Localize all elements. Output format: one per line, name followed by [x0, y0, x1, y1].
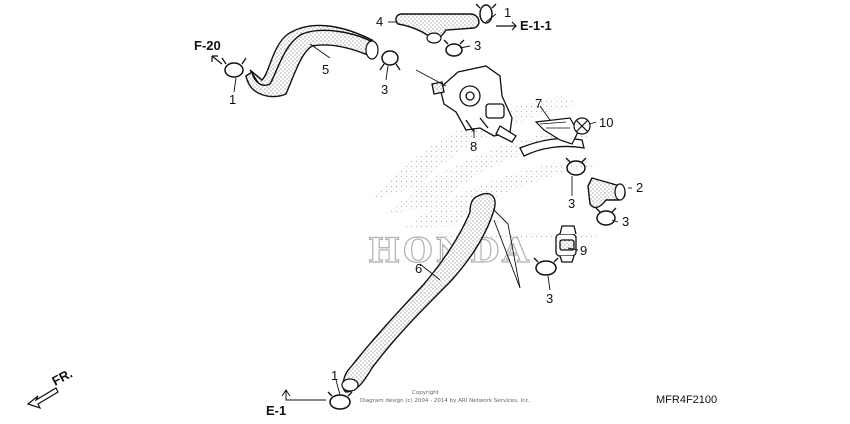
air-suction-valve — [431, 65, 517, 143]
clamp-3-right — [595, 207, 617, 226]
bolt-10 — [573, 117, 591, 135]
callout-3-lower: 3 — [546, 291, 553, 306]
arrow-f20-icon — [211, 55, 223, 65]
callout-7: 7 — [535, 96, 542, 111]
callout-2: 2 — [636, 180, 643, 195]
ref-front: FR. — [49, 366, 75, 389]
clamp-3-upper-left — [379, 50, 401, 71]
ref-e11: E-1-1 — [520, 18, 552, 33]
diagram-part-code: MFR4F2100 — [656, 394, 717, 406]
pipe-7 — [519, 117, 585, 157]
check-valve-9 — [555, 225, 577, 263]
callout-3-mid: 3 — [568, 196, 575, 211]
copyright-line-2: Diagram design (c) 2004 - 2014 by ARI Ne… — [360, 398, 531, 404]
callout-8: 8 — [470, 139, 477, 154]
ref-f20: F-20 — [194, 38, 221, 53]
hose-5 — [245, 24, 379, 98]
callout-4: 4 — [376, 14, 383, 29]
hose-4 — [395, 13, 480, 44]
callout-1-left: 1 — [229, 92, 236, 107]
callout-3-upper-left: 3 — [381, 82, 388, 97]
callout-6: 6 — [415, 261, 422, 276]
callout-5: 5 — [322, 62, 329, 77]
callout-1-top: 1 — [504, 5, 511, 20]
clamp-3-upper-right — [443, 39, 465, 57]
arrow-e1-icon — [281, 389, 326, 401]
callout-1-bottom: 1 — [331, 368, 338, 383]
clamp-3-lower — [533, 257, 559, 276]
hose-6 — [341, 192, 496, 393]
hose-2 — [587, 177, 626, 209]
front-direction-arrow-icon — [26, 387, 59, 410]
leader-lines — [233, 13, 632, 396]
callout-3-upper-right: 3 — [474, 38, 481, 53]
copyright-line-1: Copyright — [412, 390, 440, 396]
callout-3-right: 3 — [622, 214, 629, 229]
clamp-3-mid — [565, 157, 587, 176]
callout-9: 9 — [580, 243, 587, 258]
clamp-1-top — [475, 3, 497, 24]
callout-10: 10 — [599, 115, 613, 130]
ref-e1: E-1 — [266, 403, 286, 418]
arrow-e11-icon — [496, 21, 517, 31]
clamp-1-left — [221, 57, 247, 78]
